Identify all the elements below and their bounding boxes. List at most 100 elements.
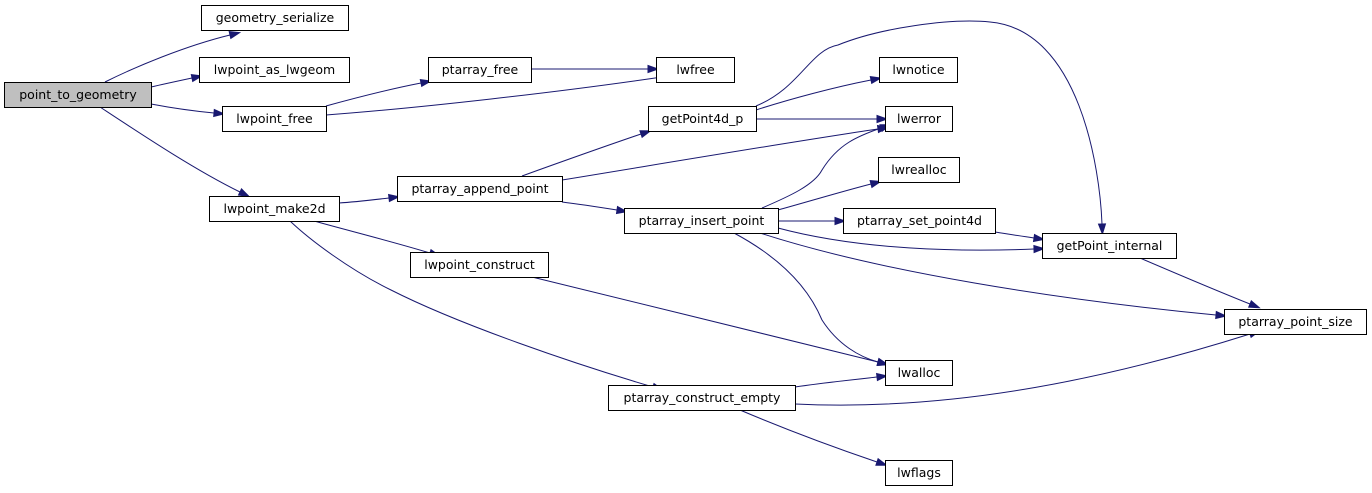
- node-box: [879, 57, 958, 83]
- node-label: ptarray_insert_point: [639, 213, 765, 228]
- edge-get-point-internal-to-ptarray-point-size: [1139, 257, 1261, 309]
- arrowhead-icon: [1247, 299, 1261, 309]
- edge-ptarray-append-point-to-lwerror: [561, 124, 890, 181]
- edge-ptarray-construct-empty-to-lwflags: [739, 409, 888, 466]
- node-lwflags[interactable]: lwflags: [885, 460, 953, 486]
- node-box: [656, 57, 735, 83]
- node-label: getPoint4d_p: [662, 111, 744, 126]
- arrowhead-icon: [1097, 223, 1107, 236]
- edge-ptarray-insert-point-to-ptarray-point-size: [759, 232, 1228, 320]
- node-label: lwalloc: [898, 365, 941, 380]
- edge-line: [794, 376, 878, 388]
- edge-line: [761, 127, 882, 209]
- arrowhead-icon: [228, 31, 242, 40]
- edge-line: [794, 333, 1251, 406]
- node-lwalloc[interactable]: lwalloc: [885, 360, 953, 386]
- node-ptarray-set-point4d[interactable]: ptarray_set_point4d: [843, 208, 996, 234]
- node-label: ptarray_set_point4d: [857, 213, 982, 228]
- arrowhead-icon: [875, 457, 888, 466]
- edge-ptarray-insert-point-to-get-point-internal: [777, 227, 1046, 254]
- edge-line: [150, 103, 215, 114]
- arrowhead-icon: [869, 76, 883, 85]
- node-box: [201, 5, 349, 31]
- node-lwpoint-make2d[interactable]: lwpoint_make2d: [209, 196, 340, 222]
- node-lwfree[interactable]: lwfree: [656, 57, 735, 83]
- node-label: lwpoint_make2d: [223, 201, 325, 216]
- node-label: lwrealloc: [891, 162, 947, 177]
- node-ptarray-insert-point[interactable]: ptarray_insert_point: [624, 208, 779, 234]
- node-label: geometry_serialize: [216, 10, 335, 25]
- node-box: [885, 460, 953, 486]
- node-label: point_to_geometry: [19, 87, 137, 102]
- node-lwerror[interactable]: lwerror: [885, 106, 953, 132]
- node-get-point4d-p[interactable]: getPoint4d_p: [648, 106, 757, 132]
- edge-lwpoint-construct-to-lwalloc: [531, 276, 890, 366]
- edge-ptarray-construct-empty-to-ptarray-point-size: [794, 330, 1261, 406]
- edge-line: [104, 34, 231, 83]
- edge-ptarray-set-point4d-to-get-point-internal: [994, 231, 1046, 243]
- edge-line: [777, 183, 872, 211]
- arrowhead-icon: [213, 108, 226, 118]
- node-label: lwnotice: [892, 62, 945, 77]
- node-box: [843, 208, 996, 234]
- edge-ptarray-append-point-to-get-point4d-p: [521, 130, 652, 177]
- edge-ptarray-append-point-to-ptarray-insert-point: [561, 201, 629, 215]
- edge-point-to-geometry-to-geometry-serialize: [104, 31, 242, 83]
- edge-line: [531, 276, 879, 363]
- node-lwrealloc[interactable]: lwrealloc: [878, 157, 960, 183]
- node-ptarray-construct-empty[interactable]: ptarray_construct_empty: [608, 385, 796, 411]
- node-label: lwpoint_as_lwgeom: [214, 62, 335, 77]
- node-box: [209, 196, 340, 222]
- edge-line: [521, 133, 642, 177]
- edge-line: [755, 20, 1103, 225]
- node-get-point-internal[interactable]: getPoint_internal: [1042, 233, 1177, 259]
- node-box: [624, 208, 779, 234]
- edge-point-to-geometry-to-lwpoint-free: [150, 103, 226, 118]
- node-box: [4, 82, 152, 108]
- node-lwpoint-as-lwgeom[interactable]: lwpoint_as_lwgeom: [199, 57, 350, 83]
- node-geometry-serialize[interactable]: geometry_serialize: [201, 5, 349, 31]
- edge-line: [561, 128, 879, 181]
- edge-line: [733, 232, 879, 363]
- node-ptarray-point-size[interactable]: ptarray_point_size: [1224, 309, 1367, 335]
- node-ptarray-append-point[interactable]: ptarray_append_point: [397, 176, 563, 202]
- node-box: [885, 360, 953, 386]
- edge-get-point4d-p-to-lwerror: [755, 114, 889, 124]
- edge-ptarray-insert-point-to-lwrealloc: [777, 180, 883, 211]
- node-label: lwpoint_free: [236, 111, 313, 126]
- edge-line: [99, 106, 241, 193]
- node-lwpoint-free[interactable]: lwpoint_free: [222, 106, 327, 132]
- edge-lwpoint-free-to-ptarray-free: [325, 79, 433, 107]
- node-label: ptarray_free: [442, 62, 519, 77]
- call-graph-nodes: point_to_geometry geometry_serializelwpoi…: [4, 5, 1367, 486]
- edge-line: [1139, 257, 1251, 305]
- node-ptarray-free[interactable]: ptarray_free: [428, 57, 532, 83]
- edge-line: [150, 77, 193, 88]
- arrowhead-icon: [876, 114, 889, 124]
- edge-get-point4d-p-to-get-point-internal: [755, 20, 1107, 236]
- node-box: [1224, 309, 1367, 335]
- node-box: [222, 106, 327, 132]
- edge-line: [739, 409, 878, 463]
- edge-lwpoint-make2d-to-ptarray-append-point: [338, 193, 401, 204]
- node-box: [410, 252, 549, 278]
- arrowhead-icon: [647, 64, 660, 74]
- node-box: [199, 57, 350, 83]
- node-label: lwfree: [676, 62, 715, 77]
- edge-point-to-geometry-to-lwpoint-as-lwgeom: [150, 74, 204, 88]
- node-box: [1042, 233, 1177, 259]
- arrowhead-icon: [1032, 233, 1046, 243]
- edge-line: [338, 197, 390, 204]
- node-lwnotice[interactable]: lwnotice: [879, 57, 958, 83]
- edge-line: [755, 79, 872, 111]
- node-box: [878, 157, 960, 183]
- edge-ptarray-free-to-lwfree: [531, 64, 660, 74]
- node-label: ptarray_construct_empty: [624, 390, 782, 405]
- node-label: getPoint_internal: [1057, 238, 1163, 253]
- arrowhead-icon: [388, 193, 401, 203]
- node-lwpoint-construct[interactable]: lwpoint_construct: [410, 252, 549, 278]
- arrowhead-icon: [876, 372, 889, 382]
- node-label: lwpoint_construct: [424, 257, 535, 272]
- node-box: [648, 106, 757, 132]
